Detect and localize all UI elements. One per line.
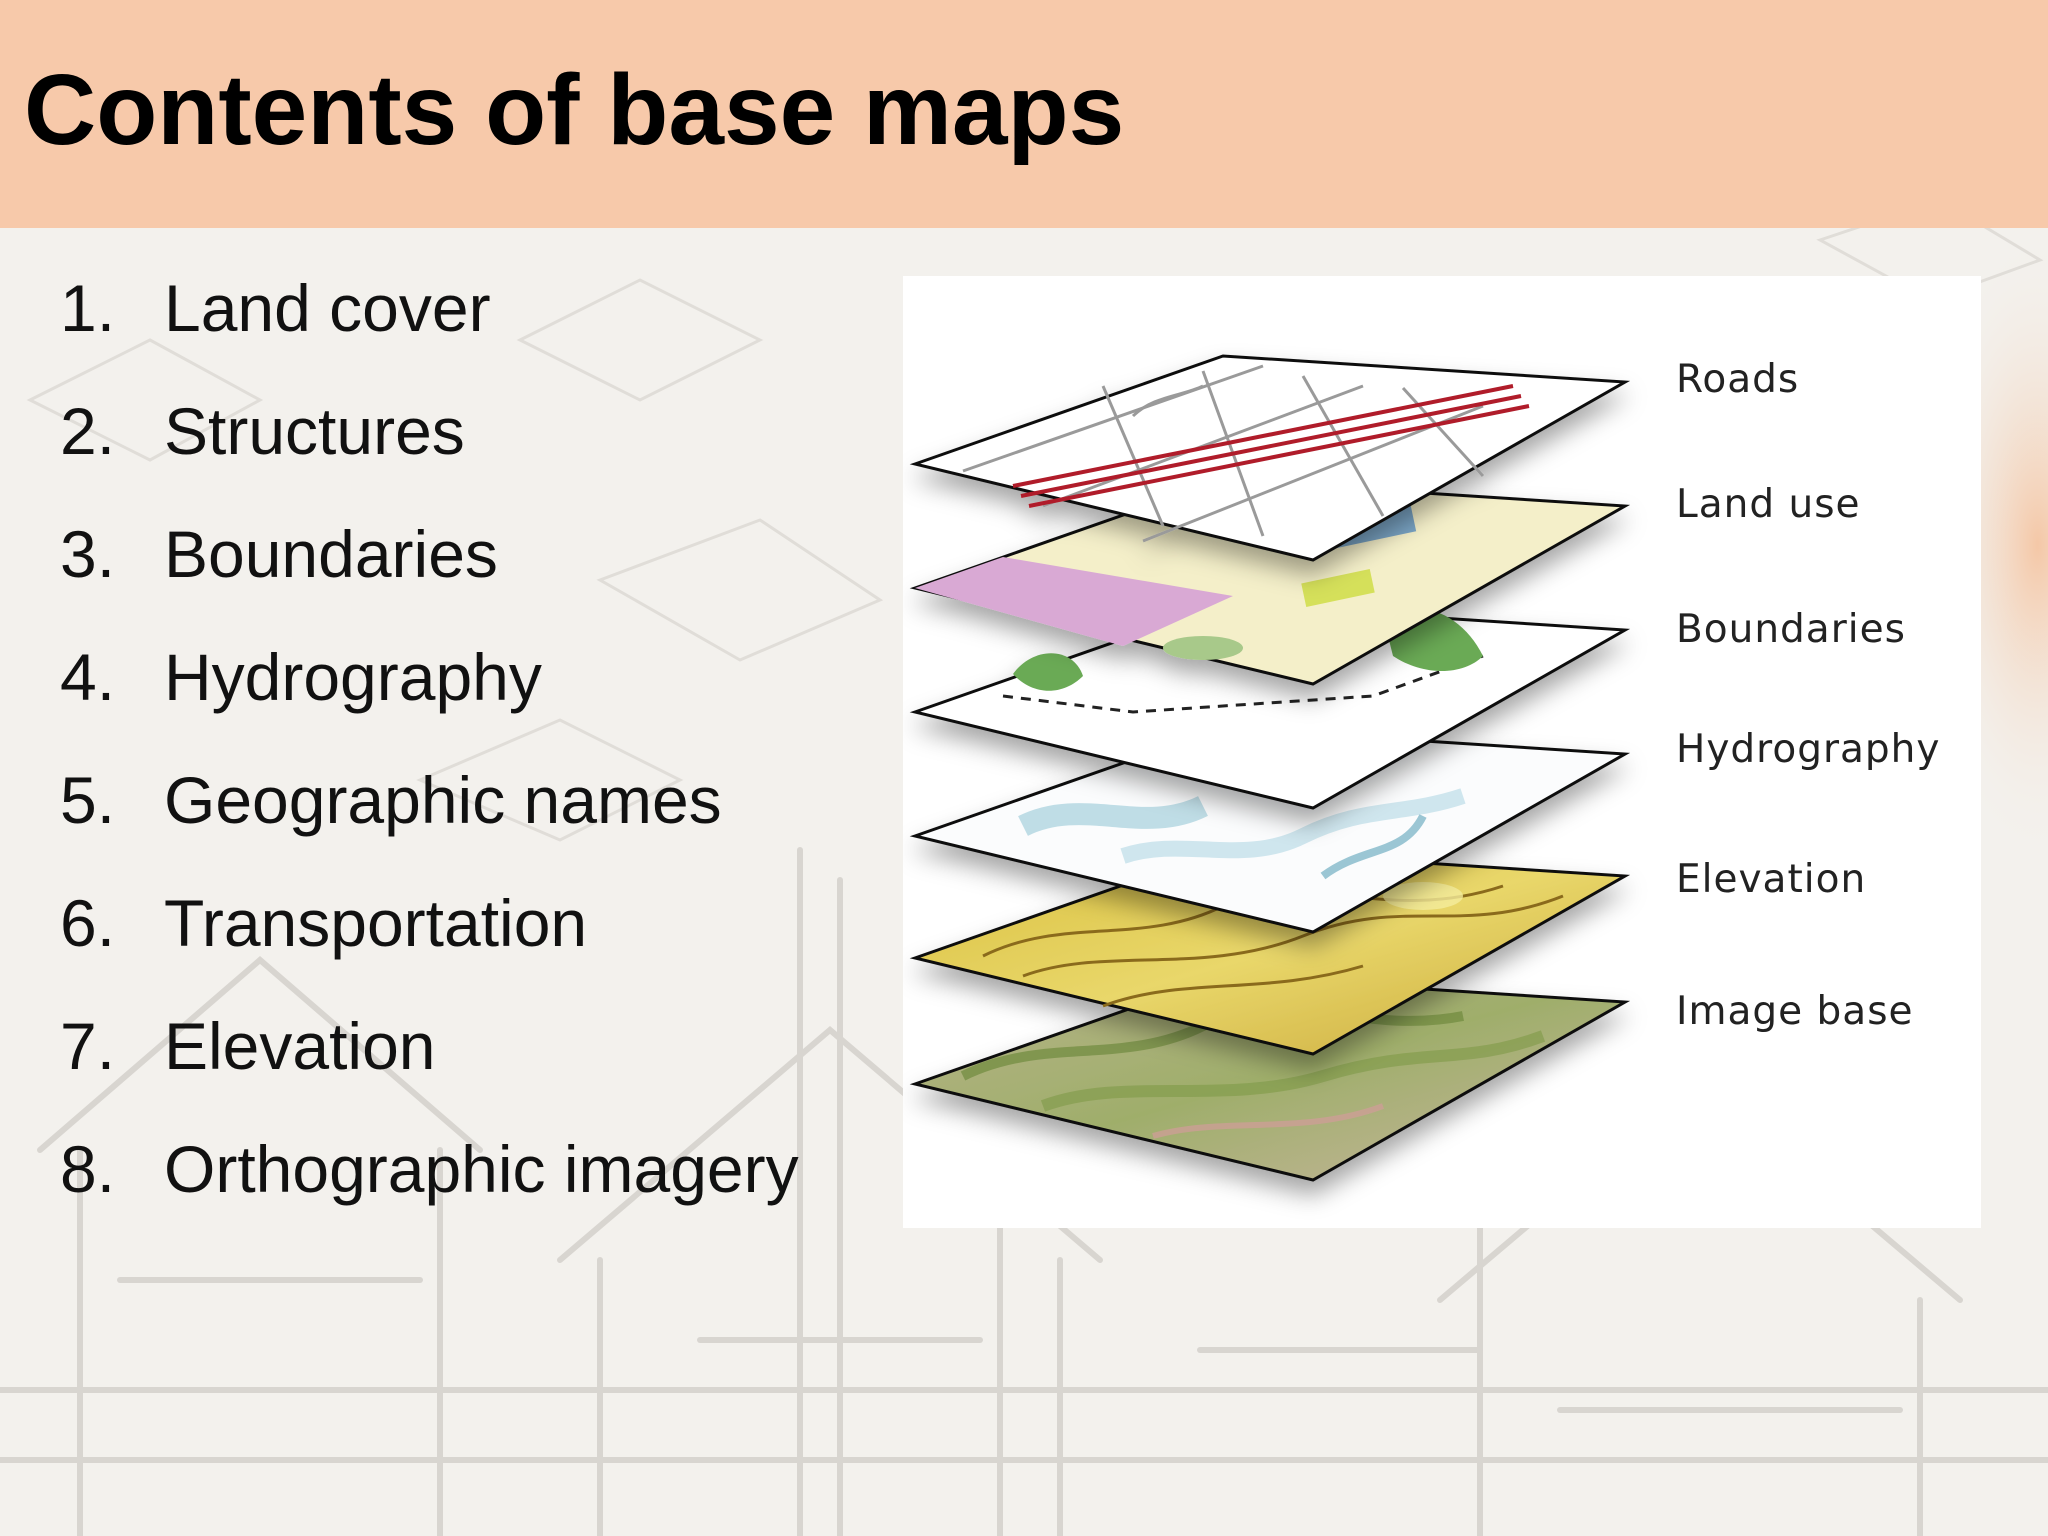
title-band: [0, 0, 2048, 228]
hydrography-layer: [909, 726, 1631, 934]
layer-label-elevation: Elevation: [1676, 857, 1867, 902]
list-item-number: 8.: [60, 1132, 116, 1206]
list-item-number: 4.: [60, 640, 116, 714]
list-item-text: Transportation: [164, 886, 588, 960]
layer-label-roads: Roads: [1676, 357, 1800, 402]
list-item-text: Land cover: [164, 271, 491, 345]
list-item-number: 2.: [60, 394, 116, 468]
list-item-text: Geographic names: [164, 763, 722, 837]
layer-stack-illustration: [909, 354, 1631, 1182]
layer-label-image-base: Image base: [1676, 989, 1914, 1034]
list-item-number: 7.: [60, 1009, 116, 1083]
layer-label-hydrography: Hydrography: [1676, 727, 1941, 772]
list-item-text: Orthographic imagery: [164, 1132, 799, 1206]
list-item-number: 3.: [60, 517, 116, 591]
layer-label-land-use: Land use: [1676, 482, 1861, 527]
map-layers-figure: Roads Land use Boundaries Hydrography El…: [903, 276, 1981, 1228]
list-item-number: 1.: [60, 271, 116, 345]
land-use-layer: [909, 478, 1631, 686]
list-item-number: 5.: [60, 763, 116, 837]
roads-layer: [909, 354, 1631, 562]
list-item-text: Structures: [164, 394, 465, 468]
list-item-text: Boundaries: [164, 517, 498, 591]
slide-title: Contents of base maps: [24, 54, 1125, 166]
list-item-text: Hydrography: [164, 640, 542, 714]
list-item-number: 6.: [60, 886, 116, 960]
list-item-text: Elevation: [164, 1009, 436, 1083]
layer-label-boundaries: Boundaries: [1676, 607, 1906, 652]
